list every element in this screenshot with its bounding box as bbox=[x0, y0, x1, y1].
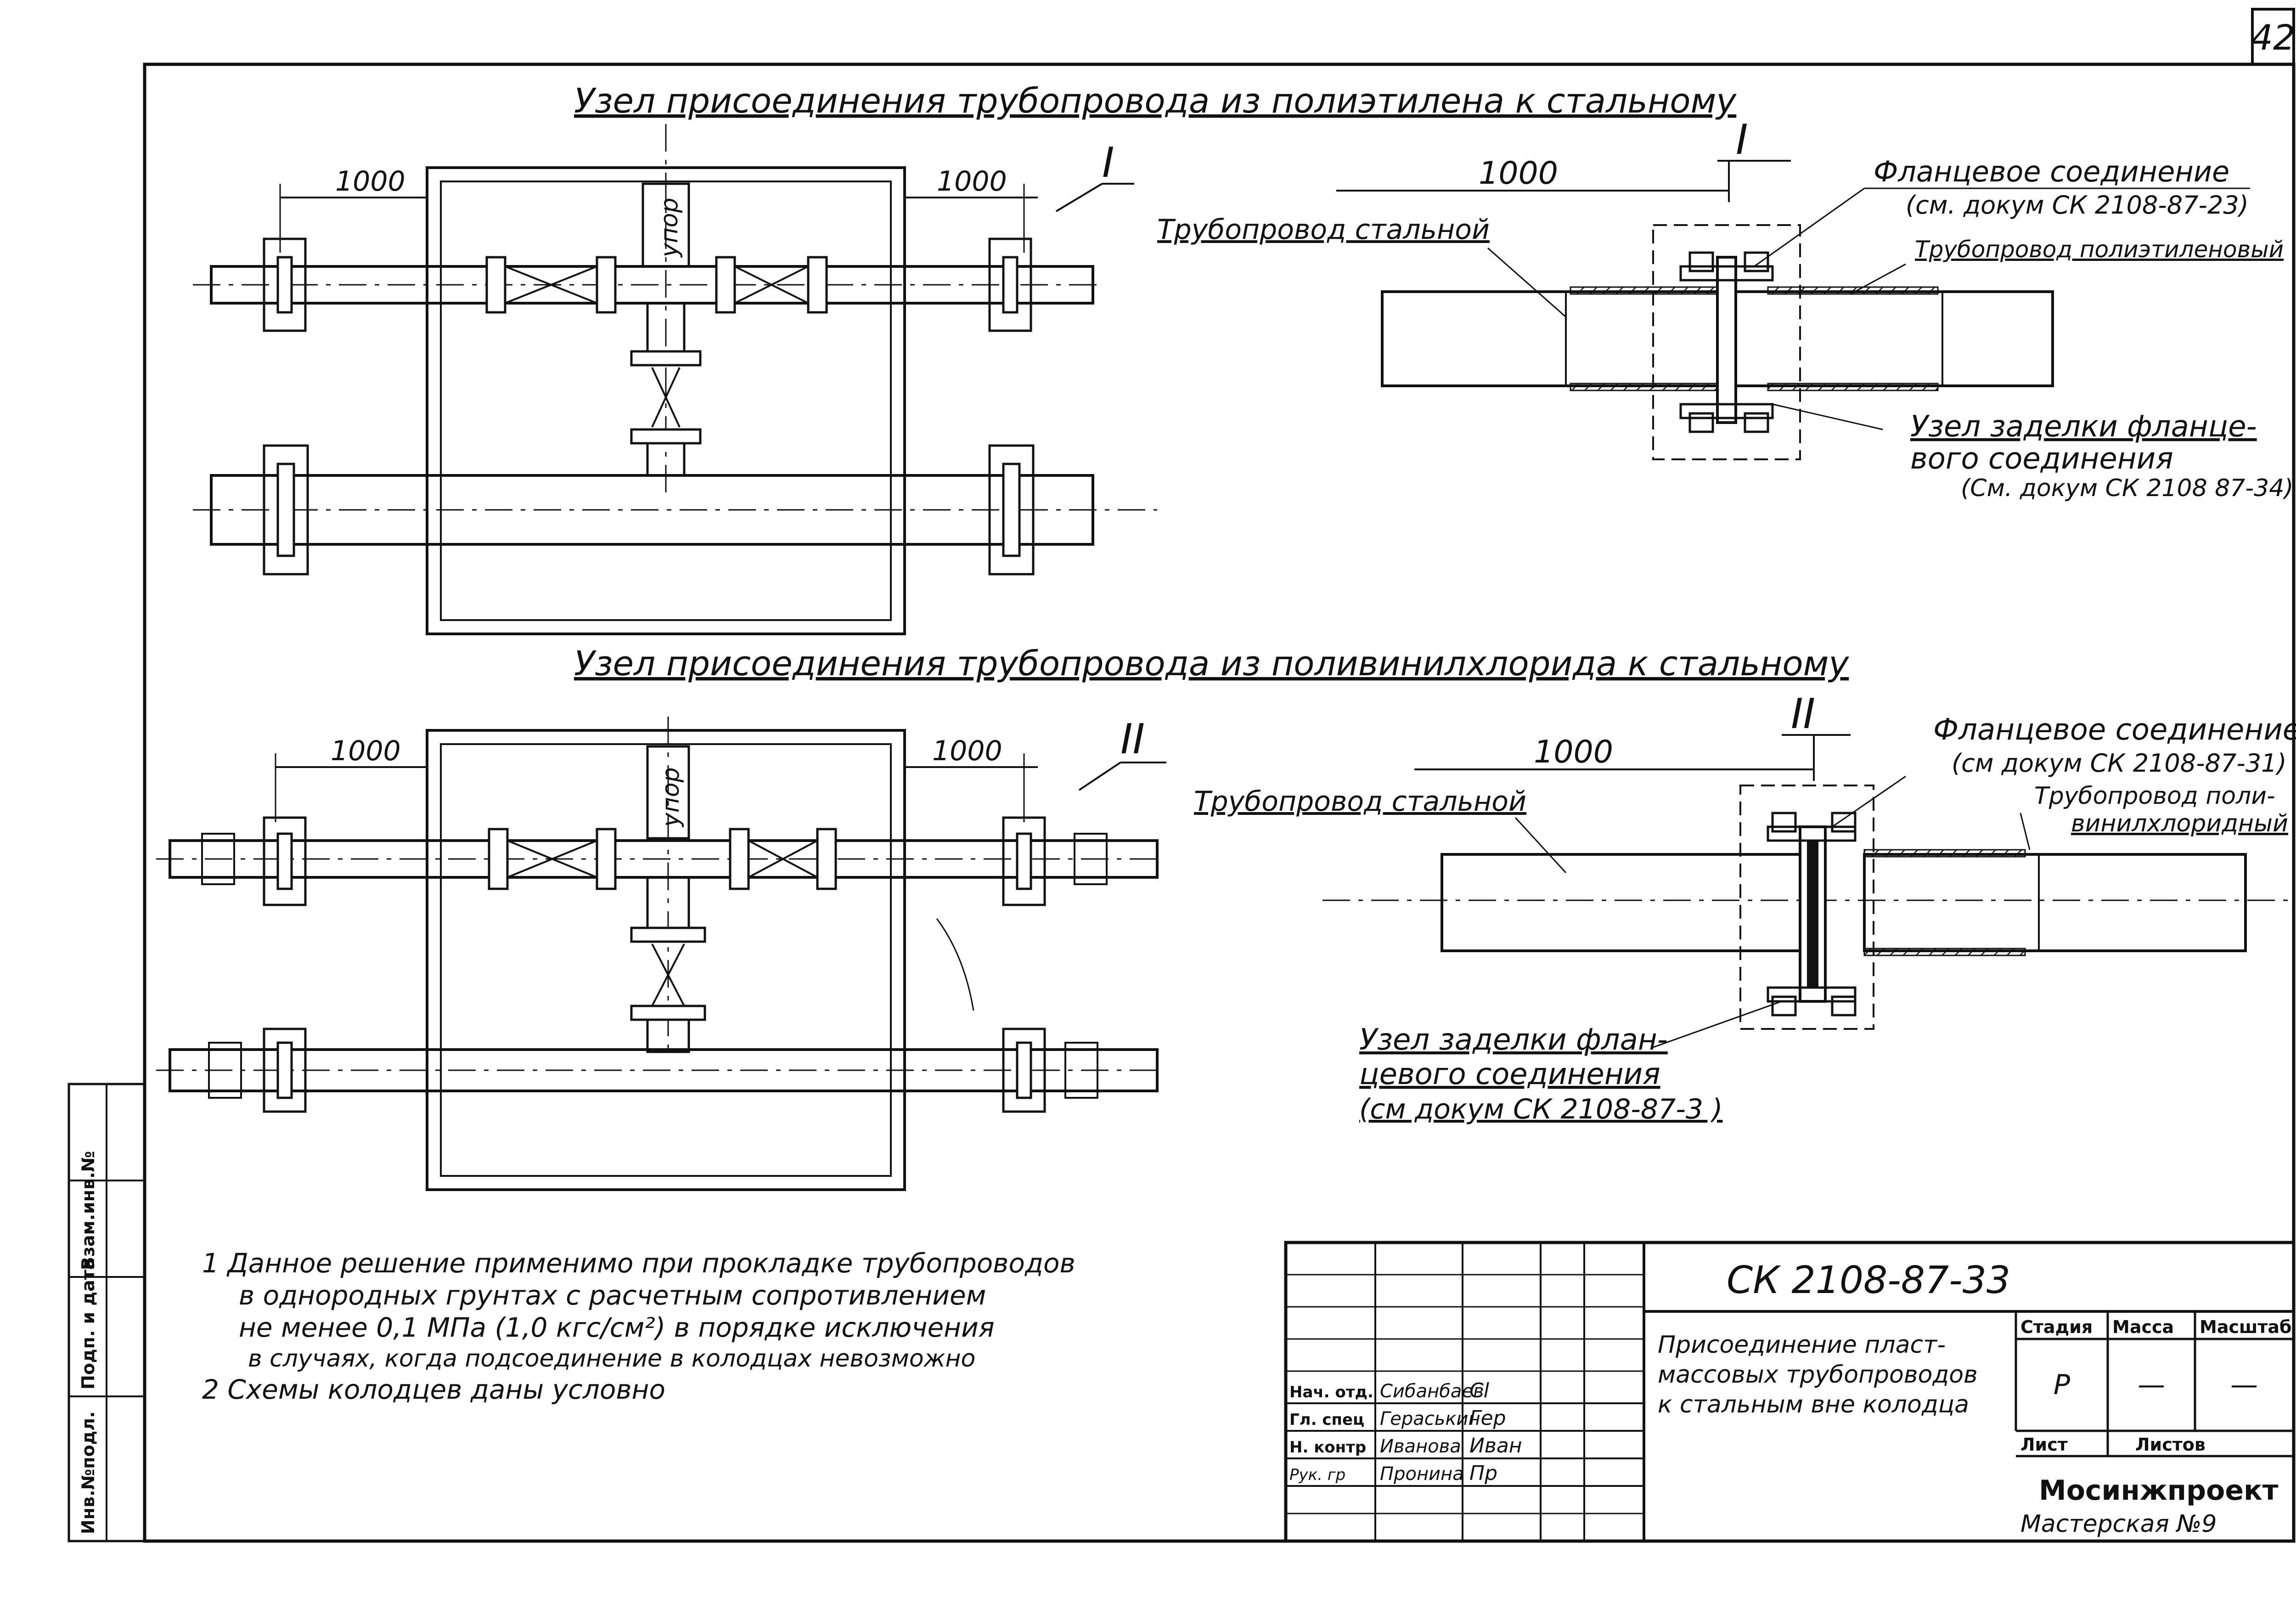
scale-header: Масштаб bbox=[2200, 1317, 2292, 1337]
sheet-frame bbox=[143, 62, 2296, 1543]
flange bbox=[263, 444, 309, 576]
name-3: Иванова bbox=[1380, 1436, 1461, 1457]
detail2-seal-line2: цевого соединения bbox=[1359, 1057, 1660, 1091]
role-2: Гл. спец bbox=[1289, 1411, 1364, 1429]
mass-value: — bbox=[2138, 1369, 2165, 1401]
signature-3: Иван bbox=[1469, 1434, 1522, 1457]
signature-4: Пр bbox=[1469, 1462, 1497, 1485]
stage-value: Р bbox=[2054, 1369, 2071, 1401]
name-2: Гераськин bbox=[1380, 1408, 1480, 1429]
detail1-dim: 1000 bbox=[1479, 155, 1558, 192]
valve bbox=[651, 367, 681, 428]
detail1-callout: I bbox=[1736, 116, 1748, 164]
side-stamp: Инв.№подл. Подп. и дата Взам.инв.№ bbox=[68, 1083, 146, 1542]
note-line-1: 1 Данное решение применимо при прокладке… bbox=[202, 1248, 1075, 1279]
flange bbox=[263, 816, 307, 906]
well1-outer bbox=[426, 166, 906, 635]
valve bbox=[651, 943, 685, 1006]
valve bbox=[505, 265, 597, 304]
detail2-steel-pipe: Трубопровод стальной bbox=[1194, 785, 1526, 818]
sheet-number: 42 bbox=[2251, 17, 2296, 58]
stamp-inv-label: Инв.№подл. bbox=[78, 1411, 98, 1534]
note-line-5: 2 Схемы колодцев даны условно bbox=[202, 1374, 665, 1405]
valve bbox=[748, 840, 818, 878]
flange bbox=[988, 444, 1035, 576]
view1-dim-left: 1000 bbox=[335, 165, 405, 198]
flange bbox=[1002, 1028, 1046, 1113]
detail2-dim: 1000 bbox=[1534, 734, 1613, 770]
doc-code: СК 2108-87-33 bbox=[1727, 1259, 2010, 1302]
detail1-steel-pipe: Трубопровод стальной bbox=[1157, 214, 1490, 246]
view2-callout: II bbox=[1120, 715, 1145, 763]
detail1-seal-line3: (См. докум СК 2108 87-34) bbox=[1961, 474, 2294, 502]
view1-dim-right: 1000 bbox=[937, 165, 1007, 198]
well2-inner bbox=[440, 743, 892, 1177]
name-1: Сибанбаев bbox=[1380, 1381, 1484, 1402]
valve bbox=[507, 840, 597, 878]
scale-value: — bbox=[2230, 1369, 2258, 1401]
view2-stop-label: упор bbox=[657, 767, 685, 828]
pipe1-lower bbox=[210, 474, 1094, 546]
view2-dim-left: 1000 bbox=[331, 735, 401, 767]
well2-outer bbox=[426, 729, 906, 1191]
view2-dim-right: 1000 bbox=[932, 735, 1002, 767]
detail2-callout: II bbox=[1791, 690, 1815, 738]
detail1-flange-line1: Фланцевое соединение bbox=[1874, 155, 2229, 188]
detail2-flange-line2: (см докум СК 2108-87-31) bbox=[1952, 749, 2287, 778]
sheets-label: Листов bbox=[2135, 1435, 2206, 1455]
detail1: I 1000 Трубопровод стальной Фланцевое со… bbox=[1157, 116, 2294, 502]
detail2-steel-pipe-body bbox=[1441, 853, 1801, 952]
flange bbox=[988, 237, 1032, 332]
flange-plate bbox=[1716, 256, 1737, 424]
name-4: Пронина bbox=[1380, 1463, 1464, 1485]
signature-1: Cl bbox=[1469, 1379, 1490, 1402]
sheet-number-box bbox=[2251, 8, 2295, 66]
detail2-flange-line1: Фланцевое соединение bbox=[1933, 713, 2296, 747]
view2-title: Узел присоединения трубопровода из полив… bbox=[574, 644, 1849, 683]
pipe2-lower bbox=[169, 1048, 1159, 1092]
view1-callout: I bbox=[1102, 139, 1114, 187]
view1: Узел присоединения трубопровода из полиэ… bbox=[193, 81, 1737, 635]
org-name: Мосинжпроект bbox=[2039, 1474, 2279, 1507]
doc-title-line1: Присоединение пласт- bbox=[1658, 1331, 1946, 1359]
mass-header: Масса bbox=[2112, 1317, 2174, 1337]
org-workshop: Мастерская №9 bbox=[2020, 1510, 2217, 1538]
detail1-flange-line2: (см. докум СК 2108-87-23) bbox=[1906, 191, 2249, 220]
role-4: Рук. гр bbox=[1289, 1466, 1345, 1484]
detail2: II 1000 Трубопровод стальной Фланцевое с… bbox=[1194, 690, 2296, 1125]
flange-zone bbox=[1652, 224, 1801, 460]
role-3: Н. контр bbox=[1289, 1438, 1366, 1457]
role-1: Нач. отд. bbox=[1289, 1383, 1373, 1401]
detail2-pvc-line2: винилхлоридный bbox=[2071, 810, 2288, 837]
flange-zone bbox=[1739, 785, 1874, 1030]
detail2-seal-line1: Узел заделки флан- bbox=[1359, 1023, 1668, 1057]
view1-stop-label: упор bbox=[656, 198, 683, 258]
detail1-seal-line1: Узел заделки фланце- bbox=[1910, 410, 2257, 444]
note-line-2: в однородных грунтах с расчетным сопроти… bbox=[239, 1280, 986, 1311]
flange bbox=[1002, 816, 1046, 906]
view2: Узел присоединения трубопровода из полив… bbox=[156, 644, 1849, 1191]
signature-2: Гер bbox=[1469, 1406, 1506, 1430]
notes: 1 Данное решение применимо при прокладке… bbox=[202, 1248, 1075, 1405]
flange bbox=[263, 237, 307, 332]
stage-header: Стадия bbox=[2020, 1317, 2093, 1337]
note-line-4: в случаях, когда подсоединение в колодца… bbox=[248, 1345, 975, 1372]
flange bbox=[263, 1028, 307, 1113]
sheet-label: Лист bbox=[2020, 1435, 2068, 1455]
stamp-sign-label: Подп. и дата bbox=[78, 1258, 98, 1389]
detail1-seal-line2: вого соединения bbox=[1910, 442, 2173, 476]
detail2-pvc-pipe-body bbox=[1863, 853, 2247, 952]
detail2-pvc-line1: Трубопровод поли- bbox=[2034, 782, 2275, 810]
view1-title: Узел присоединения трубопровода из полиэ… bbox=[574, 81, 1737, 121]
note-line-3: не менее 0,1 МПа (1,0 кгс/см²) в порядке… bbox=[239, 1312, 995, 1343]
doc-title-line2: массовых трубопроводов bbox=[1658, 1361, 1978, 1389]
detail1-pe-pipe: Трубопровод полиэтиленовый bbox=[1915, 236, 2284, 263]
detail2-seal-line3: (см докум СК 2108-87-3 ) bbox=[1359, 1093, 1723, 1125]
doc-title-line3: к стальным вне колодца bbox=[1658, 1391, 1969, 1418]
title-block: СК 2108-87-33 Присоединение пласт- массо… bbox=[1284, 1241, 2296, 1543]
stamp-replace-label: Взам.инв.№ bbox=[78, 1151, 98, 1270]
valve bbox=[734, 265, 809, 304]
